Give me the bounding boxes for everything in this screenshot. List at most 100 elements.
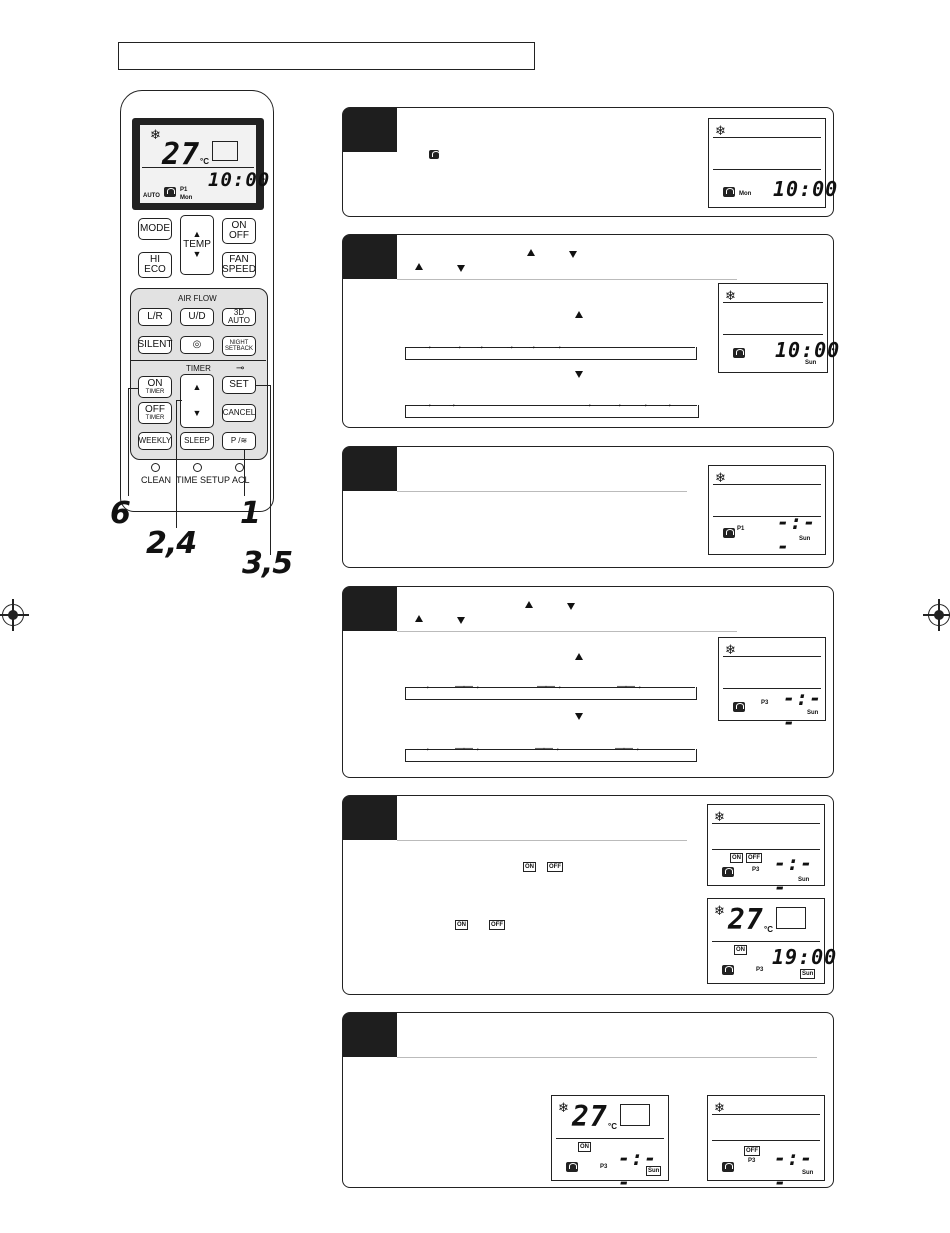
- time-setup-lamp-icon: [193, 463, 202, 472]
- arrow-right-icon: ——→: [537, 681, 563, 692]
- step-1-box: ❄ Mon 10:00: [342, 107, 837, 217]
- acl-label: ACL: [232, 475, 250, 485]
- p-button[interactable]: P / ≋: [222, 432, 256, 450]
- timer-updown-button[interactable]: ▲ ▼: [180, 374, 214, 428]
- off-inline-icon: OFF: [547, 862, 563, 872]
- fan-speed-icon: [620, 1104, 650, 1126]
- acl-lamp-icon: [235, 463, 244, 472]
- silent-button[interactable]: SILENT: [138, 336, 173, 354]
- temp-up-icon[interactable]: ▲: [192, 229, 202, 240]
- step-6-unit: °C: [608, 1122, 617, 1131]
- step-2-display: ❄ 10:00 Sun: [718, 283, 839, 373]
- arrow-right-icon: ——→: [617, 681, 643, 692]
- step-6-box: ❄ 27 °C ON -:- - P3 Sun ❄ OFF P3 -:- - S…: [342, 1012, 834, 1194]
- callout-1: 1: [240, 496, 261, 531]
- lr-button[interactable]: L/R: [138, 308, 172, 326]
- arrow-right-icon: →: [583, 399, 593, 410]
- on-off-button[interactable]: ON OFF: [222, 218, 256, 244]
- day-cycle-up: [405, 347, 697, 360]
- clean-lamp-icon: [151, 463, 160, 472]
- step-6-program-2: P3: [748, 1158, 756, 1164]
- step-5-program-2: P3: [756, 967, 764, 973]
- off-timer-label: OFF: [145, 403, 165, 415]
- temp-button[interactable]: ▲ TEMP ▼: [180, 215, 214, 275]
- weekly-timer-icon: [722, 867, 734, 877]
- program-cycle-up: [405, 687, 697, 700]
- step-5-time: -:- -: [774, 851, 814, 899]
- step-5-day: Sun: [798, 877, 810, 883]
- sleep-button[interactable]: SLEEP: [180, 432, 214, 450]
- timer-label: TIMER: [186, 364, 211, 373]
- remote-lcd: ❄ 27 °C 10:00 AUTO P1 Mon: [132, 118, 269, 210]
- fan-speed-icon: [212, 141, 238, 161]
- step-3-number-tab: [343, 447, 397, 491]
- weekly-timer-inline-icon: [429, 150, 440, 159]
- cool-mode-icon: ❄: [714, 903, 725, 918]
- step-1-day: Mon: [739, 191, 752, 197]
- night-setback-button[interactable]: NIGHT SETBACK: [222, 336, 256, 356]
- cool-mode-icon: ❄: [558, 1100, 569, 1115]
- arrow-right-icon: →: [421, 681, 431, 692]
- step-5-display-1: ❄ ON OFF P3 -:- - Sun: [707, 804, 825, 899]
- down-arrow-icon: [575, 371, 583, 378]
- arrow-right-icon: →: [663, 399, 673, 410]
- off-inline-icon: OFF: [489, 920, 505, 930]
- step-6-program: P3: [600, 1164, 608, 1170]
- fan-speed-button[interactable]: FAN SPEED: [222, 252, 256, 278]
- arrow-right-icon: →: [447, 399, 457, 410]
- step-1-display: ❄ Mon 10:00: [708, 118, 837, 208]
- down-arrow-icon: [457, 617, 465, 624]
- callout-3-5: 3,5: [242, 546, 293, 581]
- timer-up-icon[interactable]: ▲: [192, 382, 202, 393]
- program-cycle-down: [405, 749, 697, 762]
- arrow-right-icon: →: [505, 341, 515, 352]
- up-arrow-icon: [575, 311, 583, 318]
- cool-mode-icon: ❄: [715, 470, 726, 485]
- step-6-on-tag: ON: [578, 1142, 591, 1152]
- weekly-button[interactable]: WEEKLY: [138, 432, 172, 450]
- step-6-time-2: -:- -: [774, 1146, 814, 1194]
- hi-eco-button[interactable]: HI ECO: [138, 252, 172, 278]
- set-button[interactable]: SET: [222, 376, 256, 394]
- callout-6: 6: [110, 496, 131, 531]
- up-arrow-icon: [415, 615, 423, 622]
- off-timer-button[interactable]: OFF TIMER: [138, 402, 172, 424]
- step-4-display: ❄ P3 -:- - Sun: [718, 637, 826, 734]
- cancel-button[interactable]: CANCEL: [222, 404, 256, 422]
- step-3-day: Sun: [799, 536, 811, 542]
- on-inline-icon: ON: [523, 862, 536, 872]
- off-timer-sub: TIMER: [145, 415, 165, 422]
- lcd-program: P1: [180, 187, 188, 193]
- sensor-button[interactable]: ◎: [180, 336, 214, 354]
- timer-down-icon[interactable]: ▼: [192, 408, 202, 419]
- air-flow-label: AIR FLOW: [178, 294, 217, 303]
- mode-button[interactable]: MODE: [138, 218, 172, 240]
- arrow-right-icon: →: [421, 743, 431, 754]
- weekly-timer-icon: [566, 1162, 578, 1172]
- step-4-day: Sun: [807, 710, 819, 716]
- down-arrow-icon: [569, 251, 577, 258]
- arrow-right-icon: →: [553, 341, 563, 352]
- lcd-temperature: 27: [162, 137, 201, 172]
- ud-button[interactable]: U/D: [180, 308, 214, 326]
- 3d-auto-button[interactable]: 3D AUTO: [222, 308, 256, 326]
- step-5-number-tab: [343, 796, 397, 840]
- arrow-right-icon: ——→: [455, 743, 481, 754]
- clean-label: CLEAN: [141, 475, 172, 485]
- arrow-right-icon: →: [423, 399, 433, 410]
- temp-down-icon[interactable]: ▼: [192, 249, 202, 260]
- cool-mode-icon: ❄: [715, 123, 726, 138]
- registration-mark-left-icon: [0, 599, 29, 631]
- cool-mode-icon: ❄: [714, 809, 725, 824]
- on-timer-label: ON: [147, 377, 163, 389]
- step-5-on-tag-2: ON: [734, 945, 747, 955]
- step-6-day: Sun: [646, 1166, 662, 1176]
- on-timer-button[interactable]: ON TIMER: [138, 376, 172, 398]
- lcd-time: 10:00: [208, 169, 271, 191]
- section-header-box: [118, 42, 535, 70]
- arrow-right-icon: →: [613, 399, 623, 410]
- step-2-time: 10:00: [775, 338, 841, 362]
- arrow-right-icon: →: [475, 341, 485, 352]
- step-5-time-2: 19:00: [772, 945, 838, 969]
- step-5-display-2: ❄ 27 °C ON 19:00 P3 Sun: [707, 898, 836, 984]
